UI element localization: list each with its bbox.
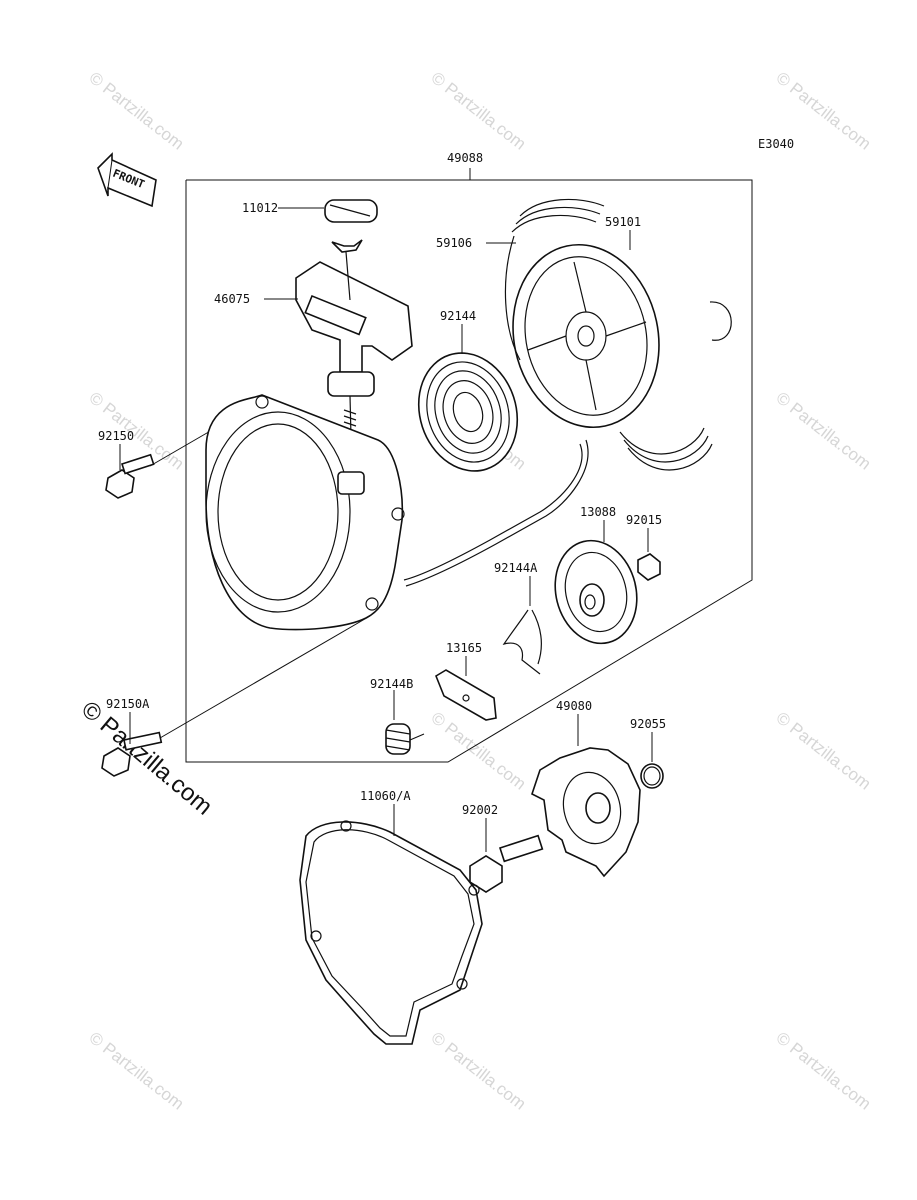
part-92015[interactable]: 92015	[626, 513, 662, 581]
watermark: © Partzilla.com	[773, 708, 875, 794]
part-label: 59101	[605, 215, 641, 229]
part-92144A[interactable]: 92144A	[494, 561, 542, 675]
watermark: © Partzilla.com	[773, 1028, 875, 1114]
watermark: © Partzilla.com	[86, 1028, 188, 1114]
part-label: 92144A	[494, 561, 538, 575]
part-13165[interactable]: 13165	[435, 641, 497, 721]
part-label: 49080	[556, 699, 592, 713]
part-13088[interactable]: 13088	[545, 505, 648, 652]
watermark-corner: © Partzilla.com	[76, 696, 217, 821]
assembly-number: 49088	[447, 151, 483, 165]
starter-rope	[403, 439, 589, 587]
watermark: © Partzilla.com	[428, 68, 530, 154]
assembly-bracket: 49088	[185, 151, 753, 763]
part-label: 13088	[580, 505, 616, 519]
part-92144[interactable]: 92144	[404, 309, 532, 484]
part-label: 92144	[440, 309, 476, 323]
part-label: 92150	[98, 429, 134, 443]
part-11012[interactable]: 11012	[242, 199, 378, 223]
part-59101[interactable]: 59101	[496, 215, 732, 441]
front-arrow-icon: FRONT	[97, 152, 157, 208]
part-49080[interactable]: 49080	[531, 699, 641, 878]
part-11060A[interactable]: 11060/A	[299, 789, 483, 1045]
watermark: © Partzilla.com	[86, 68, 188, 154]
watermark-layer: © Partzilla.com © Partzilla.com © Partzi…	[76, 68, 874, 1114]
recoil-housing	[205, 394, 405, 631]
part-label: 92144B	[370, 677, 413, 691]
part-label: 92015	[626, 513, 662, 527]
part-label: 11012	[242, 201, 278, 215]
part-label: 13165	[446, 641, 482, 655]
part-46075[interactable]: 46075	[214, 239, 413, 397]
diagram-code: E3040	[758, 137, 794, 151]
watermark: © Partzilla.com	[428, 708, 530, 794]
part-label: 46075	[214, 292, 250, 306]
part-label: 11060/A	[360, 789, 411, 803]
watermark: © Partzilla.com	[428, 1028, 530, 1114]
part-label: 92055	[630, 717, 666, 731]
part-label: 59106	[436, 236, 472, 250]
part-92055[interactable]: 92055	[630, 717, 666, 789]
part-label: 92002	[462, 803, 498, 817]
part-59106[interactable]: 59106	[436, 198, 713, 471]
part-92002[interactable]: 92002	[462, 803, 544, 893]
watermark: © Partzilla.com	[773, 388, 875, 474]
part-92144B[interactable]: 92144B	[370, 677, 425, 755]
part-92150[interactable]: 92150	[98, 407, 251, 499]
part-92150A[interactable]: 92150A	[101, 615, 371, 777]
part-label: 92150A	[106, 697, 150, 711]
